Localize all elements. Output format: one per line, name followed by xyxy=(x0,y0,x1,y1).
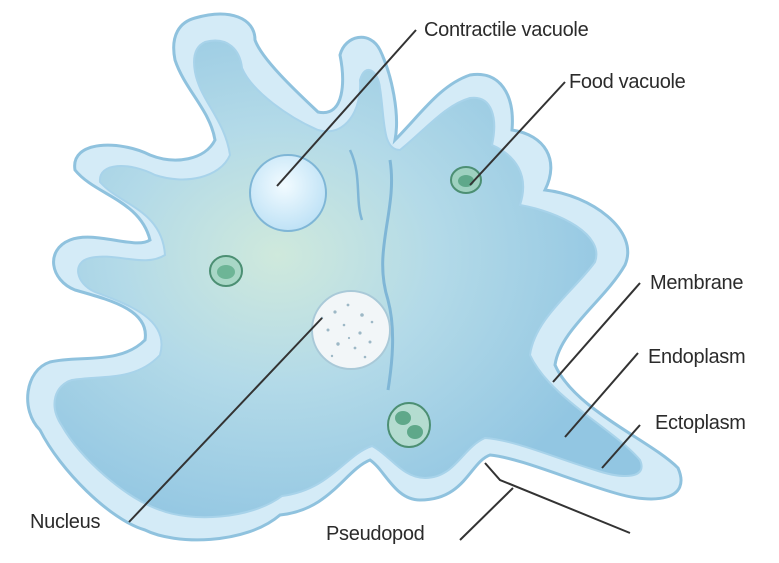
food-vacuole-lower xyxy=(388,403,430,447)
food-vacuole-left xyxy=(210,256,242,286)
label-pseudopod: Pseudopod xyxy=(326,524,425,544)
leader-pseudopod xyxy=(460,488,513,540)
label-endoplasm: Endoplasm xyxy=(648,347,745,367)
label-membrane: Membrane xyxy=(650,273,743,293)
label-food-vacuole: Food vacuole xyxy=(569,72,685,92)
label-nucleus: Nucleus xyxy=(30,512,100,532)
nucleus xyxy=(312,291,390,369)
label-contractile-vacuole: Contractile vacuole xyxy=(424,20,588,40)
contractile-vacuole xyxy=(250,155,326,231)
label-ectoplasm: Ectoplasm xyxy=(655,413,746,433)
food-vacuole-upper xyxy=(451,167,481,193)
